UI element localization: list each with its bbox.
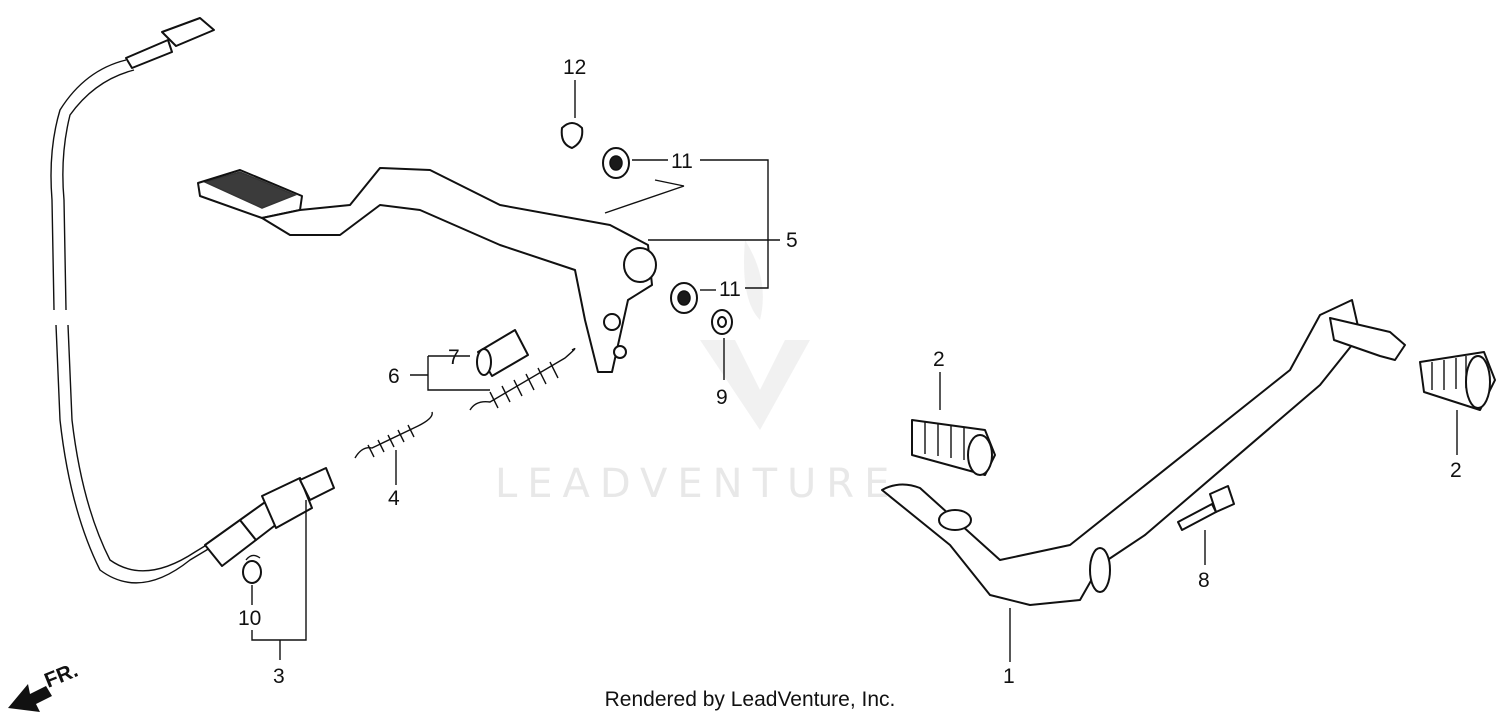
dust-seal-upper [602, 147, 630, 179]
callout-7: 7 [448, 346, 460, 369]
callout-6: 6 [388, 365, 400, 388]
callout-10: 10 [238, 607, 261, 630]
snap-ring [560, 122, 584, 149]
callout-5: 5 [786, 229, 798, 252]
leader-lines [251, 80, 1458, 662]
step-rubber-left [911, 419, 996, 476]
callout-12: 12 [563, 56, 586, 79]
switch-spring [354, 411, 433, 459]
step-bar [881, 299, 1406, 606]
return-spring [469, 347, 576, 411]
footer-credit: Rendered by LeadVenture, Inc. [604, 688, 896, 711]
switch-clip [242, 554, 262, 584]
pedal-collar [476, 329, 529, 377]
callout-11-lower: 11 [719, 278, 741, 301]
watermark-text: LEADVENTURE [495, 461, 899, 507]
washer [711, 309, 733, 335]
watermark-logo-icon [700, 240, 810, 430]
front-direction-arrow-icon [8, 684, 52, 712]
callout-2-right: 2 [1450, 459, 1462, 482]
callout-9: 9 [716, 386, 728, 409]
callout-3: 3 [273, 665, 285, 688]
brake-switch-cable [50, 17, 219, 584]
dust-seal-lower [670, 282, 698, 314]
callout-8: 8 [1198, 569, 1210, 592]
callout-2-left: 2 [933, 348, 945, 371]
callout-11-upper: 11 [671, 150, 693, 173]
callout-4: 4 [388, 487, 400, 510]
bolt [1177, 485, 1235, 531]
brake-pedal [197, 167, 657, 373]
brake-light-switch [204, 467, 335, 567]
step-rubber-right [1419, 351, 1496, 411]
callout-1: 1 [1003, 665, 1015, 688]
